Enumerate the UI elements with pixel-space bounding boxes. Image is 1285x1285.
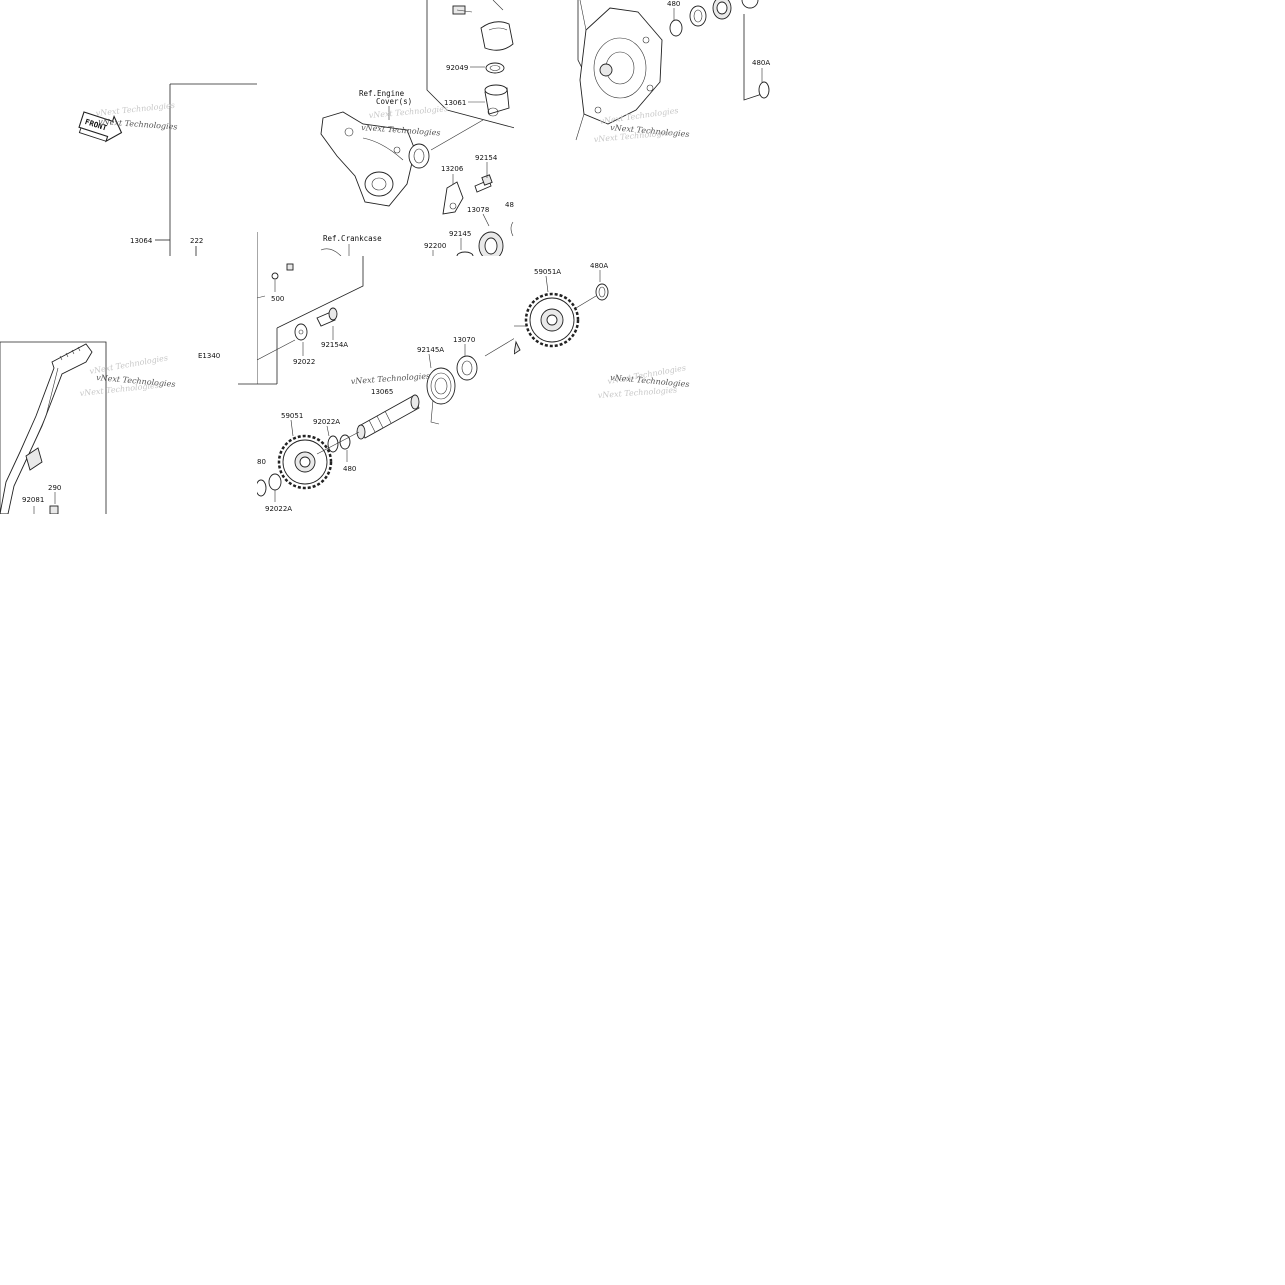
label-13078: 13078 <box>467 206 489 214</box>
ref-engine-cover-line2: Cover(s) <box>376 97 412 106</box>
gear-59051a <box>524 292 580 348</box>
front-arrow-marker: FRONT <box>78 111 123 143</box>
kick-shaft-13065 <box>356 394 420 440</box>
plate-13206 <box>442 181 464 215</box>
gear-59051 <box>277 434 333 490</box>
bolt-92154 <box>474 174 493 193</box>
label-92081: 92081 <box>22 496 44 504</box>
label-80: 80 <box>257 458 266 466</box>
label-92154: 92154 <box>475 154 498 162</box>
label-92022a-lower: 92022A <box>265 505 292 513</box>
watermark-5: vNext Technologies <box>351 371 431 386</box>
label-48: 48 <box>505 201 514 209</box>
bolt-92154a <box>316 307 338 327</box>
label-59051: 59051 <box>281 412 303 420</box>
label-480a-mid: 480A <box>590 262 608 270</box>
label-92022: 92022 <box>293 358 315 366</box>
label-92049: 92049 <box>446 64 468 72</box>
ref-engine-cover-line1: Ref.Engine <box>359 89 405 98</box>
label-92154a: 92154A <box>321 341 348 349</box>
label-13065: 13065 <box>371 388 393 396</box>
label-500: 500 <box>271 295 284 303</box>
label-480-mid: 480 <box>343 465 356 473</box>
label-13064: 13064 <box>130 237 153 245</box>
collar-13061 <box>484 84 510 117</box>
label-13061: 13061 <box>444 99 466 107</box>
svg-text:vNext Technologies: vNext Technologies <box>598 385 678 400</box>
label-480-top: 480 <box>667 0 680 8</box>
kick-lever-part <box>0 343 93 514</box>
label-290: 290 <box>48 484 61 492</box>
diagram-tile-lower-left: E1340 vNext Technologies vNext Technolog… <box>0 256 258 514</box>
ratchet-13078 <box>478 231 504 256</box>
label-e1340: E1340 <box>198 352 220 360</box>
housing-part <box>480 0 514 51</box>
label-13206: 13206 <box>441 165 464 173</box>
spring-92145a <box>426 367 456 425</box>
label-92145a: 92145A <box>417 346 444 354</box>
diagram-tile-upper-center: 92049 13061 Ref.Engine Cover(s) <box>257 0 515 256</box>
label-92022a-upper: 92022A <box>313 418 340 426</box>
svg-text:vNext Technologies: vNext Technologies <box>368 104 448 120</box>
label-92200: 92200 <box>424 242 446 250</box>
diagram-tile-lower-center: 500 92154A 92022 13065 <box>257 256 515 514</box>
engine-cover-part <box>320 111 416 207</box>
crankcase-cover-part <box>575 0 663 141</box>
svg-text:vNext Technologies: vNext Technologies <box>95 101 175 118</box>
diagram-tile-lower-right: 59051A 480A vNext Technologies vNext Tec… <box>514 256 772 514</box>
label-59051a: 59051A <box>534 268 561 276</box>
label-13070: 13070 <box>453 336 475 344</box>
ref-crankcase: Ref.Crankcase <box>323 234 382 243</box>
label-92145: 92145 <box>449 230 471 238</box>
diagram-tile-upper-left: FRONT vNext Technologies vNext Technolog… <box>0 0 258 256</box>
label-222: 222 <box>190 237 203 245</box>
diagram-tile-upper-right: 480 480A vNext Technologies vNext Techno… <box>514 0 772 256</box>
bolt-part <box>452 5 473 15</box>
label-480a-top: 480A <box>752 59 770 67</box>
